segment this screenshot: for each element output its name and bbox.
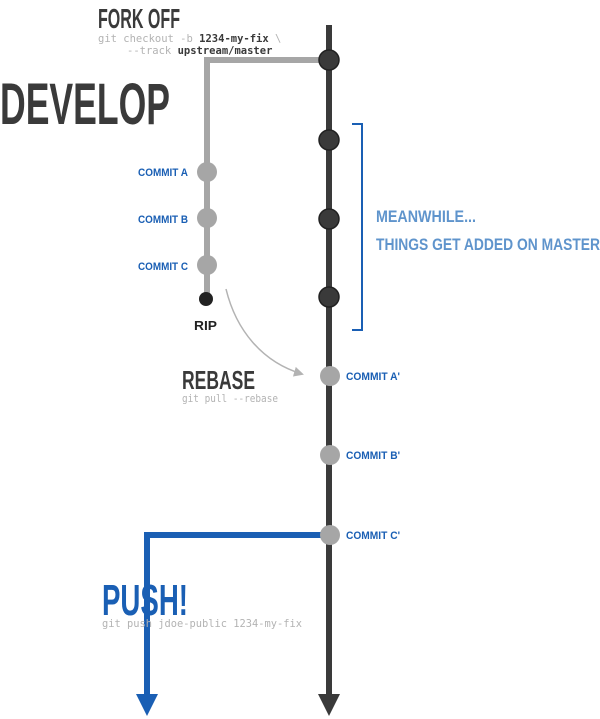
commit-c-label: COMMIT C	[138, 261, 188, 273]
meanwhile-bracket	[352, 123, 363, 331]
rebase-arrow	[225, 288, 304, 377]
master-commit-new-2	[318, 208, 340, 230]
rebase-command: git pull --rebase	[182, 393, 278, 405]
commit-b-label: COMMIT B	[138, 214, 188, 226]
feature-commit-a	[197, 162, 217, 182]
develop-title: DEVELOP	[0, 72, 170, 137]
push-branch-line	[144, 532, 330, 700]
rebased-commit-c	[320, 525, 340, 545]
rebased-commit-a	[320, 366, 340, 386]
master-commit-new-3	[318, 286, 340, 308]
meanwhile-line-1: MEANWHILE...	[376, 207, 476, 226]
master-commit-new-1	[318, 129, 340, 151]
master-arrow-head	[318, 694, 340, 716]
master-commit-fork-point	[318, 49, 340, 71]
feature-branch-line	[204, 57, 329, 298]
rip-label: RIP	[194, 318, 217, 333]
push-arrow-head	[136, 694, 158, 716]
feature-commit-c	[197, 255, 217, 275]
push-command: git push jdoe-public 1234-my-fix	[102, 618, 302, 630]
feature-branch-end	[199, 292, 213, 306]
fork-off-title: FORK OFF	[98, 3, 180, 34]
commit-a-label: COMMIT A	[138, 167, 188, 179]
push-title: PUSH!	[102, 576, 188, 625]
fork-command-line-1: git checkout -b 1234-my-fix \	[98, 33, 281, 45]
meanwhile-line-2: THINGS GET ADDED ON MASTER	[376, 235, 600, 254]
fork-command-line-2: --track upstream/master	[127, 45, 272, 57]
commit-c-prime-label: COMMIT C'	[346, 530, 400, 542]
rebase-title: REBASE	[182, 365, 255, 395]
commit-a-prime-label: COMMIT A'	[346, 371, 400, 383]
commit-b-prime-label: COMMIT B'	[346, 450, 400, 462]
feature-commit-b	[197, 208, 217, 228]
rebased-commit-b	[320, 445, 340, 465]
